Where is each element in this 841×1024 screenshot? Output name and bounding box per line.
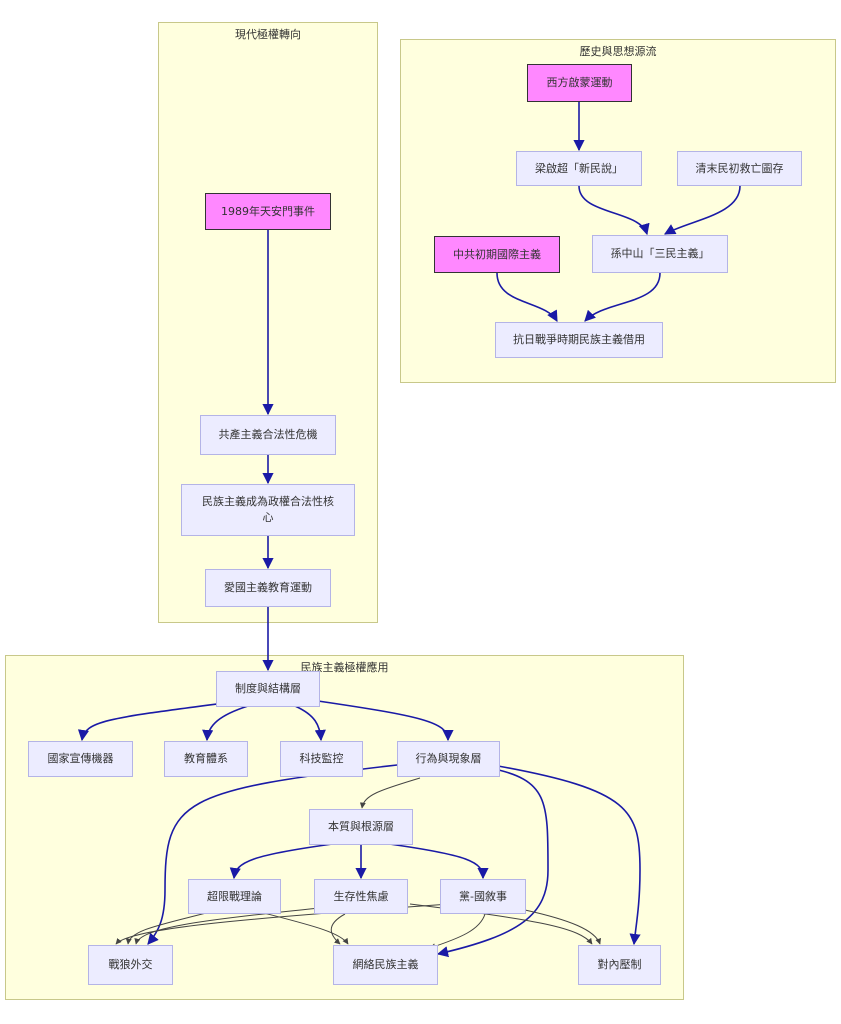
edge-party-to-online	[429, 913, 486, 950]
edge-survival-to-online	[330, 913, 346, 945]
node-enlightenment-label: 西方啟蒙運動	[527, 64, 632, 102]
edge-behavior-to-essence	[359, 777, 421, 809]
node-legitimacy-crisis: 共產主義合法性危機	[200, 415, 336, 455]
edge-institution-to-propaganda	[77, 700, 241, 742]
node-liang-qichao: 梁啟超「新民說」	[516, 151, 642, 186]
edge-party-to-internal	[524, 909, 602, 945]
edge-qing-to-sun	[664, 185, 741, 235]
cluster-title-history-sources: 歷史與思想源流	[579, 45, 657, 58]
cluster-title-modern-turn: 現代極權轉向	[235, 28, 301, 41]
node-patriotic-education: 愛國主義教育運動	[205, 569, 331, 607]
edge-institution-to-education	[202, 705, 249, 742]
edge-behavior-to-online	[436, 767, 549, 958]
node-unrestricted-warfare: 超限戰理論	[188, 879, 281, 914]
edge-institution-to-behavior	[317, 700, 454, 742]
node-wolf-warrior: 戰狼外交	[88, 945, 173, 985]
node-propaganda: 國家宣傳機器	[28, 741, 133, 777]
node-party-narrative: 黨-國敘事	[440, 879, 526, 914]
cluster-title-nationalism-application: 民族主義極權應用	[300, 661, 389, 674]
node-behavior-layer: 行為與現象層	[397, 741, 500, 777]
edge-sun-to-antijapanese	[584, 272, 661, 322]
node-online-nationalism: 網絡民族主義	[333, 945, 438, 985]
edge-ccp-to-antijapanese	[496, 272, 558, 322]
edge-essence-to-unrestricted	[229, 842, 341, 880]
node-essence-layer: 本質與根源層	[309, 809, 413, 845]
node-education-system: 教育體系	[164, 741, 248, 777]
node-ccp-internationalism: 中共初期國際主義	[434, 236, 560, 273]
node-survival-anxiety: 生存性焦慮	[314, 879, 408, 914]
edge-liang-to-sun	[578, 185, 650, 236]
node-institution-layer: 制度與結構層	[216, 671, 320, 707]
edge-essence-to-party	[381, 842, 489, 880]
edge-unrestricted-to-wolf	[125, 911, 211, 945]
edge-behavior-to-internal	[497, 765, 641, 946]
node-nationalism-core: 民族主義成為政權合法性核心	[181, 484, 355, 536]
node-internal-repression: 對內壓制	[578, 945, 661, 985]
node-sun-three-principles: 孫中山「三民主義」	[592, 235, 728, 273]
edge-behavior-to-wolf	[147, 764, 398, 945]
node-tiananmen: 1989年天安門事件	[205, 193, 331, 230]
node-tech-surveillance: 科技監控	[280, 741, 363, 777]
edge-institution-to-tech	[294, 705, 326, 742]
node-anti-japanese: 抗日戰爭時期民族主義借用	[495, 322, 663, 358]
node-qing-save: 清末民初救亡圖存	[677, 151, 802, 186]
edge-unrestricted-to-online	[259, 911, 349, 945]
